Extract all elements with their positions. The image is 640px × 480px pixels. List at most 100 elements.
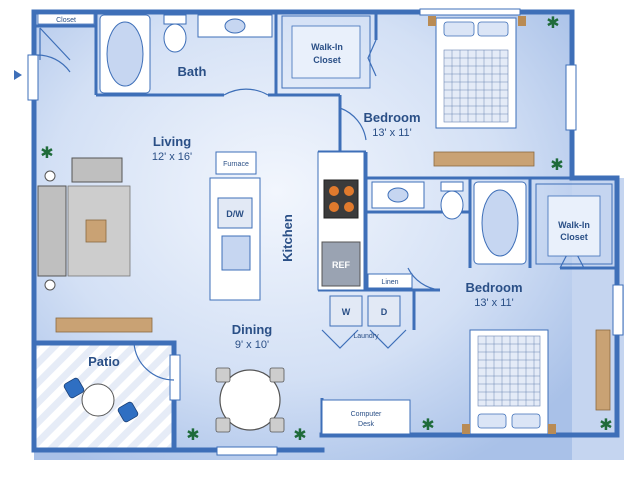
closet-label: Closet	[56, 17, 76, 24]
kitchen-sink-icon	[221, 235, 251, 271]
tv-stand-icon	[55, 317, 153, 333]
dresser-bedroom1	[433, 151, 535, 167]
stove-burner	[329, 202, 339, 212]
computer-desk	[321, 399, 411, 435]
walkin2-shelf	[535, 183, 613, 265]
dining-chair	[215, 417, 231, 433]
bed-pillow-right	[477, 21, 509, 37]
nightstand-right	[548, 424, 556, 434]
patio-chair	[63, 377, 85, 399]
refrigerator	[321, 241, 361, 287]
dining-chair	[269, 367, 285, 383]
window-north-bedroom	[419, 8, 521, 16]
pantry-label: Furnace	[223, 161, 249, 168]
patio-sliding-door	[169, 354, 181, 401]
toilet-tank-icon	[440, 181, 464, 192]
bed-quilt-grid	[444, 50, 508, 122]
bathtub-basin	[106, 21, 144, 87]
entry-door[interactable]	[27, 54, 39, 101]
plant-icon: ✱	[40, 145, 53, 162]
plant-icon: ✱	[599, 417, 612, 434]
nightstand-left	[462, 424, 470, 434]
patio-chair	[117, 401, 139, 423]
sink-icon	[224, 18, 246, 34]
bath-label: Bath	[178, 64, 207, 79]
stove-burner	[329, 186, 339, 196]
washer	[329, 295, 363, 327]
stove-burner	[344, 202, 354, 212]
sofa-icon	[37, 185, 67, 277]
bedroom2-size: 13' x 11'	[474, 297, 513, 309]
nightstand-right	[518, 16, 526, 26]
entry-door-icon	[14, 70, 22, 80]
walkin2-inner	[547, 195, 601, 257]
patio-label: Patio	[88, 354, 120, 369]
bath2-door-swing	[407, 267, 441, 291]
dishwasher	[217, 197, 253, 229]
bed-pillow-left	[443, 21, 475, 37]
end-table-icon	[44, 170, 56, 182]
dining-chair	[269, 417, 285, 433]
living-size: 12' x 16'	[152, 151, 192, 163]
bedroom2-label: Bedroom	[465, 280, 522, 295]
closet-shelf	[37, 13, 95, 25]
toilet-icon	[163, 23, 187, 53]
laundry-label: Laundry	[353, 333, 379, 340]
linen-label: Linen	[381, 279, 398, 286]
dryer-label: D	[381, 307, 388, 317]
window-dining	[216, 446, 278, 456]
bedroom1-size: 13' x 11'	[372, 127, 411, 139]
sink-icon	[387, 187, 409, 203]
dining-table-icon	[219, 369, 281, 431]
dishwasher-label: D/W	[226, 209, 244, 219]
computer-desk-label-line1: Computer	[351, 411, 382, 418]
closet-door-swing	[39, 27, 71, 61]
stove-burner	[344, 186, 354, 196]
bath-door-swing	[223, 88, 269, 96]
living-label: Living	[153, 134, 191, 149]
kitchen-label: Kitchen	[280, 214, 295, 262]
bed-quilt-grid	[478, 336, 540, 406]
computer-desk-label-line2: Desk	[358, 421, 374, 428]
window-east-bedroom	[565, 64, 577, 131]
walkin1-inner	[291, 25, 361, 79]
pantry-cabinet	[215, 151, 257, 175]
laundry-door-swing	[321, 329, 407, 349]
end-table-icon	[44, 279, 56, 291]
walkin2-label-line1: Walk-In	[558, 220, 590, 230]
dryer	[367, 295, 401, 327]
plant-icon: ✱	[421, 417, 434, 434]
patio-table-icon	[81, 383, 115, 417]
armchair-icon	[71, 157, 123, 183]
bed-pillow-left	[477, 413, 507, 429]
bed-pillow-right	[511, 413, 541, 429]
walkin1-label-line2: Closet	[313, 55, 341, 65]
plant-icon: ✱	[550, 157, 563, 174]
plant-icon: ✱	[293, 427, 306, 444]
walkin1-label-line1: Walk-In	[311, 42, 343, 52]
bedroom1-label: Bedroom	[363, 110, 420, 125]
walkin1-shelf	[281, 15, 371, 89]
plant-icon: ✱	[186, 427, 199, 444]
washer-label: W	[342, 307, 351, 317]
dining-chair	[215, 367, 231, 383]
plant-icon: ✱	[546, 15, 559, 32]
entry-door-swing	[35, 54, 71, 73]
dining-size: 9' x 10'	[235, 339, 269, 351]
coffee-table-icon	[85, 219, 107, 243]
dresser-bedroom2	[595, 329, 611, 411]
bathtub-basin	[481, 189, 519, 257]
patio-door-swing	[133, 342, 175, 381]
dining-label: Dining	[232, 322, 272, 337]
linen-closet	[367, 273, 413, 289]
walkin2-label-line2: Closet	[560, 232, 588, 242]
window-east-bedroom2	[612, 284, 624, 336]
stove-icon	[323, 179, 359, 219]
toilet-tank-icon	[163, 14, 187, 25]
toilet-icon	[440, 190, 464, 220]
fridge-label: REF	[332, 260, 351, 270]
walkin1-door-swing	[367, 39, 377, 77]
bedroom1-door-swing	[339, 107, 367, 141]
nightstand-left	[428, 16, 436, 26]
